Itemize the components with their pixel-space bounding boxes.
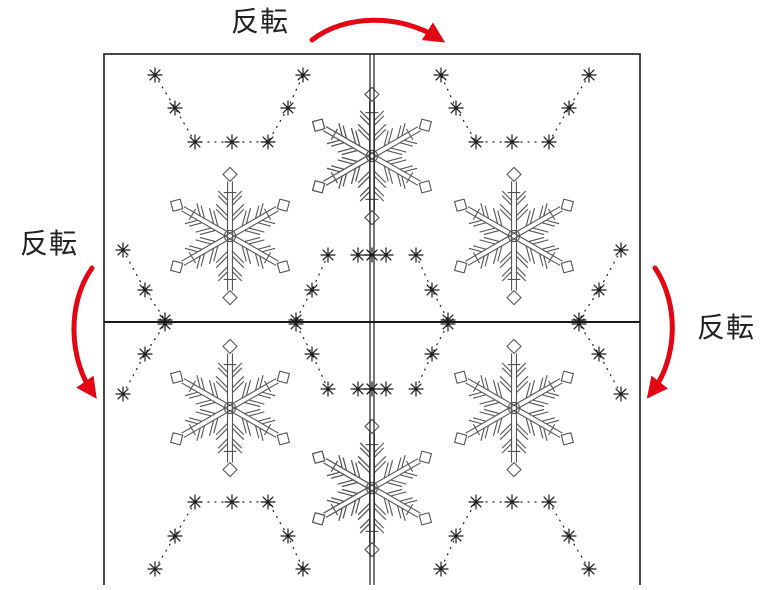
flip-label-right: 反転 [697,312,756,343]
asterisk-star-icon [364,247,380,263]
dotted-stitch-line [578,323,622,395]
asterisk-star-icon [424,282,440,298]
asterisk-star-icon [295,561,311,577]
snowflake-icon [454,166,574,306]
asterisk-star-icon [581,561,597,577]
asterisk-star-icon [147,561,163,577]
asterisk-star-icon [224,494,240,510]
asterisk-star-icon [224,134,240,150]
asterisk-star-icon [571,316,587,332]
asterisk-star-icon [304,282,320,298]
asterisk-star-icon [504,494,520,510]
asterisk-star-icon [591,282,607,298]
asterisk-star-icon [541,134,557,150]
asterisk-star-icon [364,381,380,397]
dotted-stitch-line [122,249,166,321]
asterisk-star-icon [433,561,449,577]
asterisk-star-icon [613,386,629,402]
asterisk-star-icon [408,381,424,397]
asterisk-star-icon [448,100,464,116]
asterisk-star-icon [187,134,203,150]
curved-arrow-icon [646,265,675,399]
asterisk-star-icon [591,346,607,362]
asterisk-star-icon [295,67,311,83]
asterisk-star-icon [424,346,440,362]
asterisk-star-icon [350,381,366,397]
asterisk-star-icon [504,134,520,150]
tile-grid [103,53,641,590]
tile-top-left [104,54,432,328]
tile-top-right [312,54,640,328]
asterisk-star-icon [468,134,484,150]
asterisk-star-icon [167,100,183,116]
asterisk-star-icon [304,346,320,362]
snowflake-icon [454,338,574,478]
asterisk-star-icon [350,247,366,263]
asterisk-star-icon [320,381,336,397]
asterisk-star-icon [541,494,557,510]
dotted-stitch-line [122,323,166,395]
asterisk-star-icon [378,381,394,397]
asterisk-star-icon [468,494,484,510]
asterisk-star-icon [280,100,296,116]
asterisk-star-icon [561,528,577,544]
asterisk-star-icon [440,316,456,332]
asterisk-star-icon [581,67,597,83]
asterisk-star-icon [137,346,153,362]
flip-arrows [71,17,675,399]
asterisk-star-icon [115,242,131,258]
flip-label-top: 反転 [231,6,290,37]
asterisk-star-icon [378,247,394,263]
asterisk-star-icon [280,528,296,544]
asterisk-star-icon [187,494,203,510]
curved-arrow-icon [309,17,446,43]
flip-label-left: 反転 [20,228,79,259]
asterisk-star-icon [260,494,276,510]
asterisk-star-icon [320,247,336,263]
snowflake-icon [170,338,290,478]
asterisk-star-icon [288,316,304,332]
asterisk-star-icon [137,282,153,298]
asterisk-star-icon [561,100,577,116]
asterisk-star-icon [448,528,464,544]
tile-bottom-left [104,316,432,590]
snowflake-icon [312,86,432,226]
curved-arrow-icon [71,265,97,399]
tile-bottom-right [312,316,640,590]
asterisk-star-icon [147,67,163,83]
asterisk-star-icon [115,386,131,402]
asterisk-star-icon [613,242,629,258]
asterisk-star-icon [167,528,183,544]
snowflake-icon [170,166,290,306]
dotted-stitch-line [578,249,622,321]
asterisk-star-icon [433,67,449,83]
asterisk-star-icon [260,134,276,150]
asterisk-star-icon [408,247,424,263]
asterisk-star-icon [157,316,173,332]
